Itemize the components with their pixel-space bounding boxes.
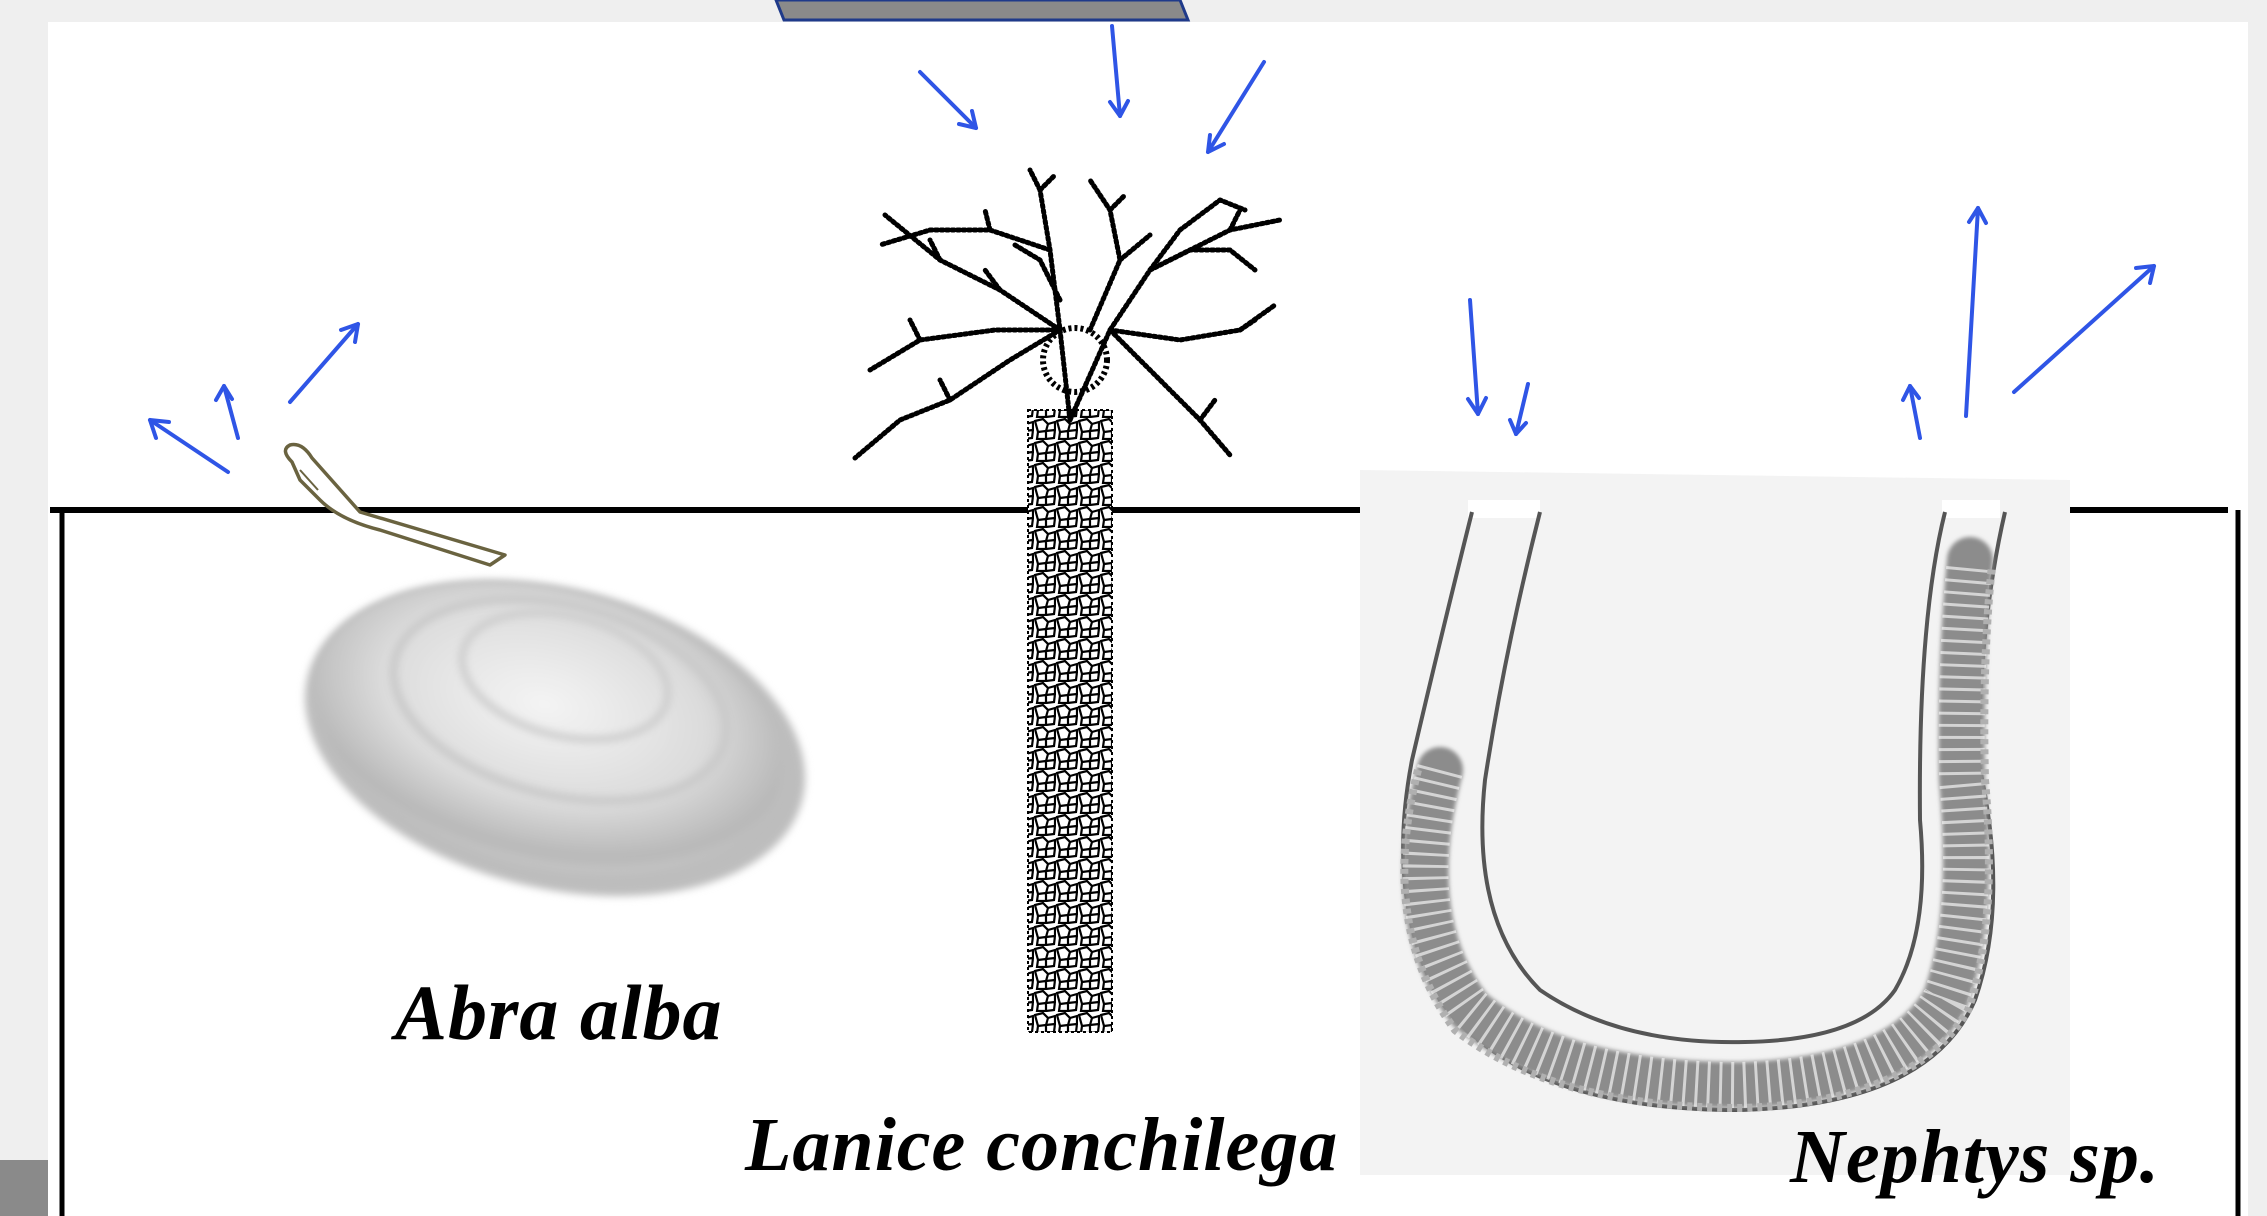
nephtys-surface-gap-left	[1468, 500, 1540, 518]
nephtys-illustration	[1360, 470, 2070, 1175]
lanice-tube	[1028, 410, 1112, 1032]
slide-corner-tab	[0, 1160, 48, 1216]
species-label-lanice-conchilega: Lanice conchilega	[745, 1102, 1338, 1189]
species-label-nephtys: Nephtys sp.	[1790, 1114, 2160, 1201]
nephtys-surface-gap-right	[1942, 500, 2000, 518]
species-label-abra-alba: Abra alba	[395, 968, 723, 1058]
slide-tab	[776, 0, 1188, 20]
